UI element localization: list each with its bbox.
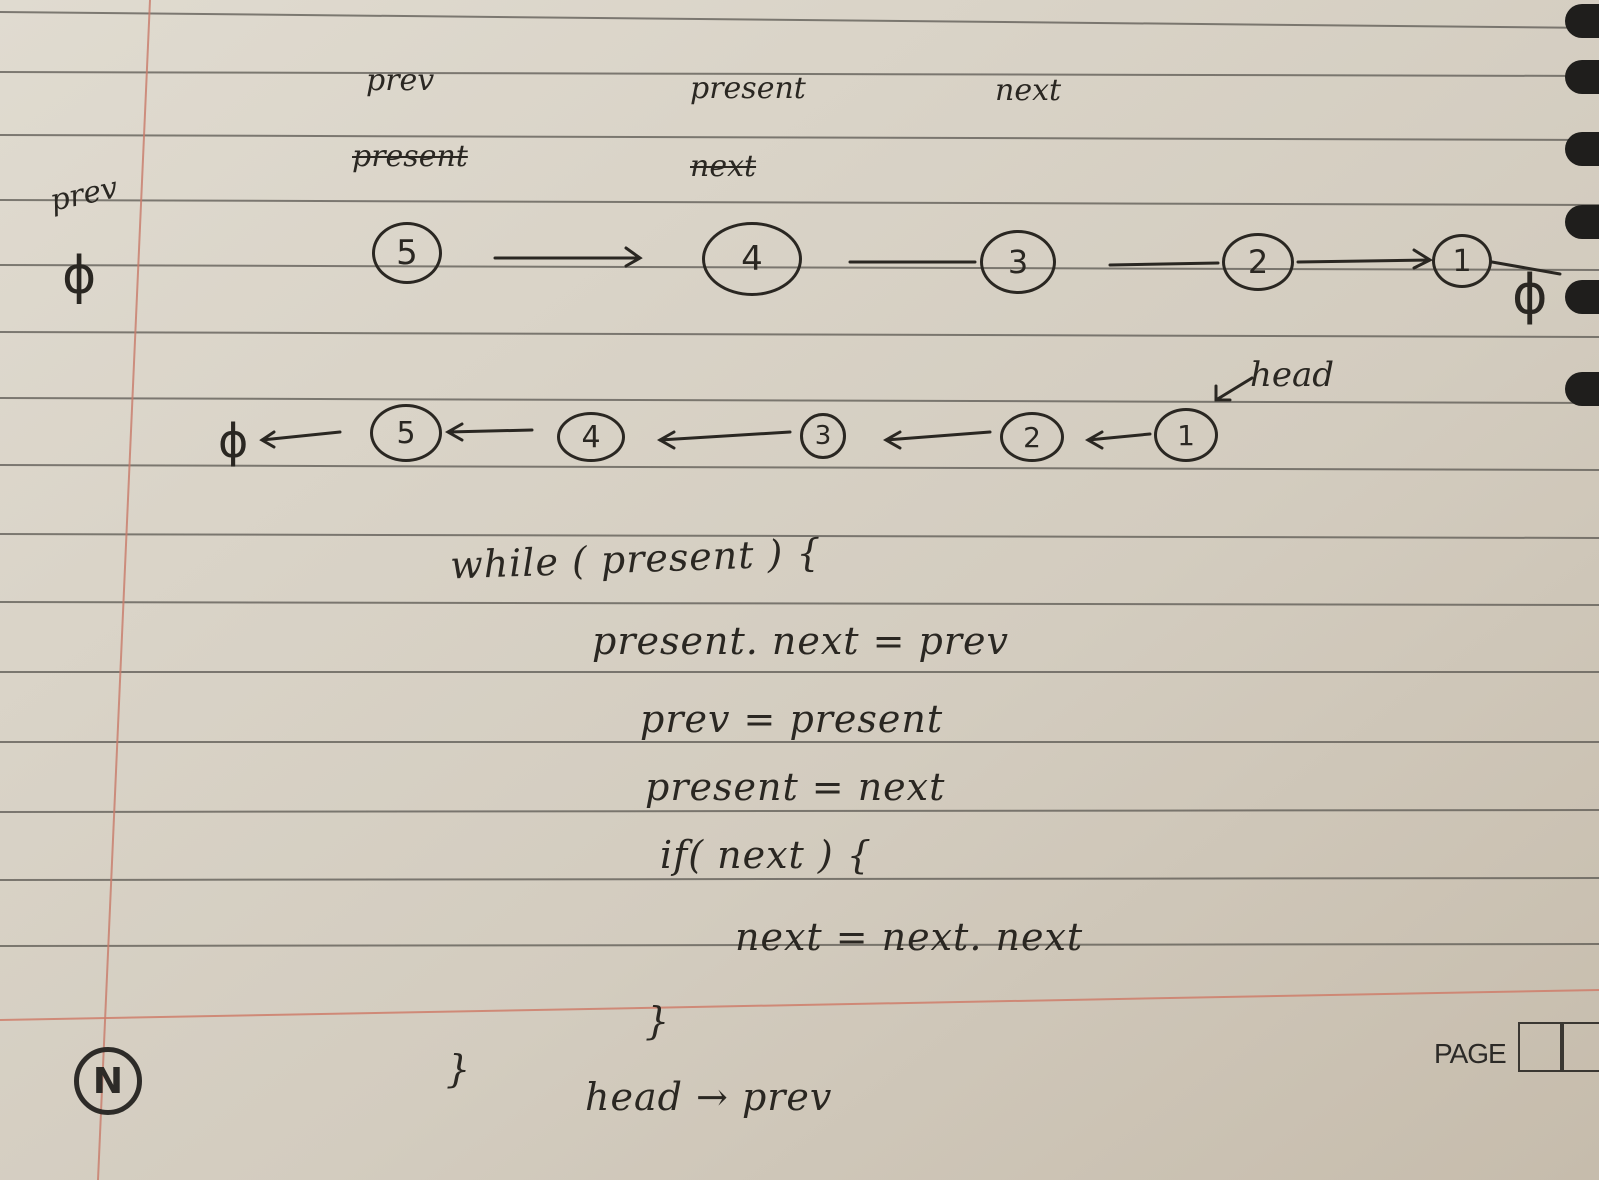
prev-label-over-5: prev (366, 63, 435, 98)
binding-hole (1565, 280, 1599, 314)
code-line-present-next: present. next = prev (592, 619, 1009, 663)
head-label: head (1250, 355, 1335, 395)
code-line-prev-assign: prev = present (640, 697, 944, 741)
page-number-box (1518, 1022, 1562, 1072)
node-4: 4 (702, 222, 802, 296)
code-line-present-assign: present = next (645, 765, 946, 809)
reversed-node-5: 5 (370, 404, 442, 462)
next-struck-over-4: next (690, 149, 757, 184)
code-line-next-next: next = next. next (735, 915, 1084, 959)
null-symbol-end: ϕ (1512, 263, 1548, 326)
page-number-label: PAGE (1434, 1038, 1507, 1069)
binding-hole (1565, 132, 1599, 166)
reversed-node-4: 4 (557, 412, 625, 462)
binding-hole (1565, 4, 1599, 38)
node-5: 5 (372, 222, 442, 284)
present-struck-over-5: present (352, 139, 468, 174)
node-1: 1 (1432, 234, 1492, 288)
code-close-if: } (645, 999, 671, 1043)
notebook-logo: N (74, 1047, 142, 1115)
null-symbol-start: ϕ (218, 414, 249, 468)
code-close-while: } (446, 1047, 472, 1091)
present-label-over-4: present (690, 71, 806, 106)
next-label-over-3: next (995, 73, 1062, 108)
reversed-node-1: 1 (1154, 408, 1218, 462)
binding-hole (1565, 372, 1599, 406)
reversed-node-3: 3 (800, 413, 846, 459)
binding-hole (1565, 60, 1599, 94)
null-symbol-left: ϕ (62, 246, 97, 306)
binding-hole (1565, 205, 1599, 239)
code-head-assign: head → prev (585, 1075, 833, 1119)
node-2: 2 (1222, 233, 1294, 291)
code-line-if-next: if( next ) { (660, 833, 872, 877)
reversed-node-2: 2 (1000, 412, 1064, 462)
node-3: 3 (980, 230, 1056, 294)
page-number-box (1562, 1022, 1599, 1072)
